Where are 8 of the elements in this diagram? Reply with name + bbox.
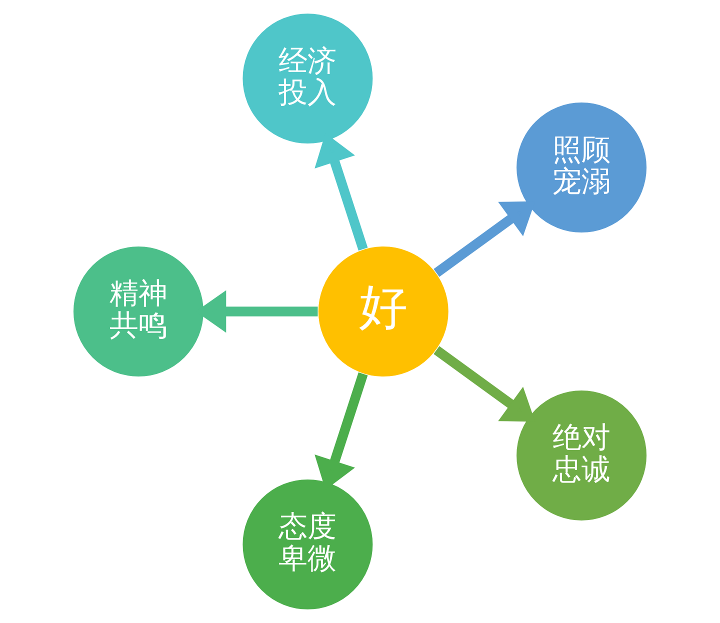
node-circle: 态度卑微 bbox=[241, 478, 374, 611]
node-circle: 好 bbox=[317, 245, 450, 378]
node-circle: 照顾宠溺 bbox=[515, 101, 648, 234]
arrow bbox=[434, 346, 536, 422]
node-circle: 精神共鸣 bbox=[72, 245, 205, 378]
arrow bbox=[434, 201, 536, 277]
node-circle: 经济投入 bbox=[241, 12, 374, 145]
node-circle: 绝对忠诚 bbox=[515, 389, 648, 522]
